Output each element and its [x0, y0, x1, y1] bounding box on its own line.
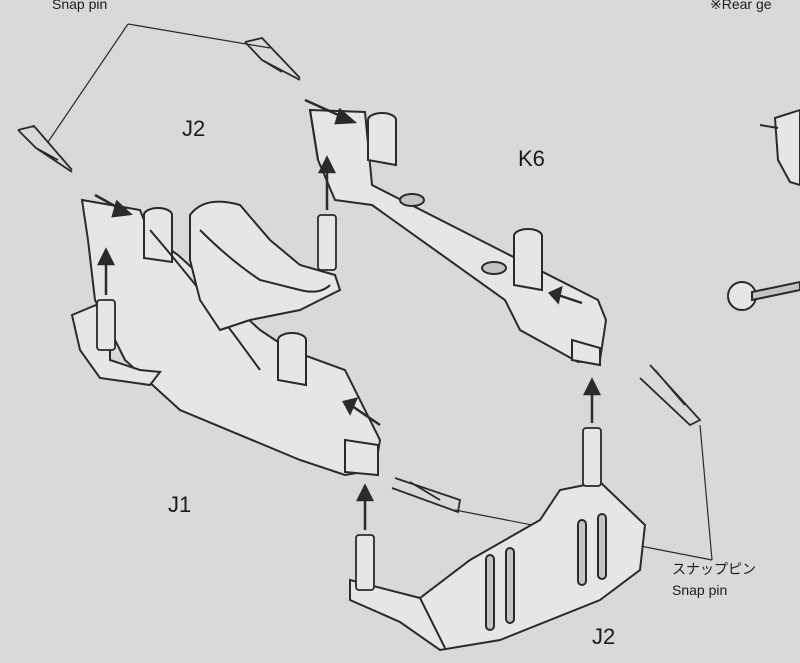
- snap-pin-label-bottom: Snap pin: [672, 582, 728, 598]
- part-j2-top: [189, 200, 342, 332]
- snap-pins: [17, 37, 702, 514]
- part-j2-bottom: [349, 480, 647, 652]
- part-label-j2-bottom: J2: [592, 624, 616, 649]
- mounting-posts: [96, 214, 602, 591]
- rear-gear-note: ※Rear ge: [710, 0, 772, 12]
- part-label-j2-top: J2: [182, 116, 206, 141]
- snap-pin-label-top: Snap pin: [52, 0, 108, 12]
- part-j1: [80, 198, 382, 477]
- part-k6: [308, 108, 608, 367]
- snap-pin-leader-lines-top: [47, 23, 271, 143]
- part-label-k6: K6: [518, 146, 545, 171]
- part-label-j1: J1: [168, 492, 192, 517]
- rear-gear-partial: [727, 108, 800, 311]
- snap-pin-label-jp: スナップピン: [672, 561, 756, 577]
- assembly-arrows: [94, 98, 602, 530]
